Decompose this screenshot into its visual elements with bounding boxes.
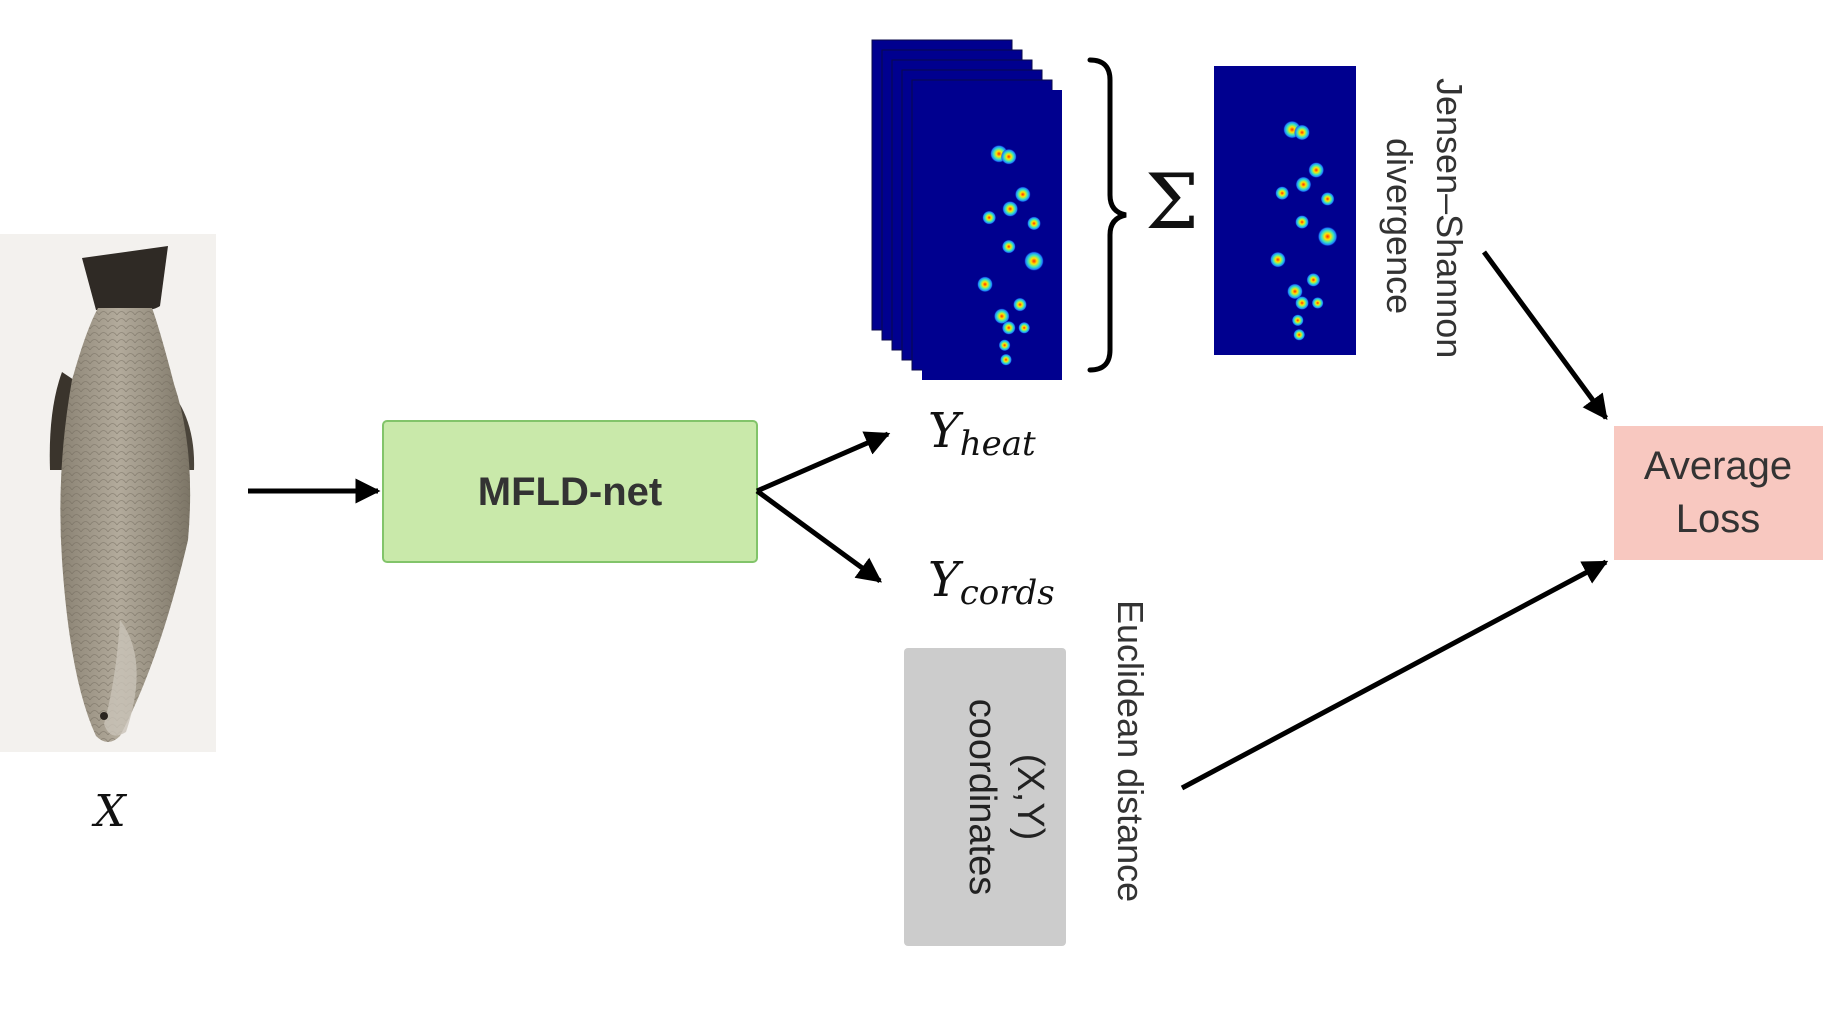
heatmap-keypoint-blob xyxy=(977,276,993,293)
network-label: MFLD-net xyxy=(478,470,662,514)
average-loss-block: Average Loss xyxy=(1614,426,1823,560)
arrow-network-to-cords xyxy=(755,488,883,584)
heatmap-keypoint-blob xyxy=(998,339,1011,352)
heatmap-keypoint-blob xyxy=(1308,162,1325,179)
heatmap-keypoint-blob xyxy=(1293,328,1306,341)
arrow-js-to-loss xyxy=(1481,250,1609,421)
heatmap-keypoint-blob xyxy=(1294,124,1311,141)
fish-image xyxy=(0,234,216,752)
js-divergence-label: Jensen–Shannon divergence xyxy=(1379,78,1470,358)
heatmap-keypoint-blob xyxy=(1295,176,1312,193)
heatmap-keypoint-blob xyxy=(1269,251,1286,268)
curly-brace xyxy=(1087,57,1127,373)
heatmap-keypoint-blob xyxy=(1001,320,1016,335)
heatmap-frame-layer-5 xyxy=(922,90,1062,380)
heatmap-keypoint-blob xyxy=(1295,215,1310,230)
heatmap-frame-sum xyxy=(1214,66,1356,355)
js-label-line1: Jensen–Shannon xyxy=(1429,78,1470,358)
heatmap-keypoint-blob xyxy=(1002,200,1019,217)
coordinates-line2: coordinates xyxy=(961,699,1003,895)
heatmap-keypoint-blob xyxy=(1275,186,1290,201)
fish-scale-texture xyxy=(60,308,191,742)
heatmap-keypoint-blob xyxy=(1295,295,1310,310)
heatmap-keypoint-blob xyxy=(1286,283,1303,300)
heatmap-keypoint-blob xyxy=(1027,216,1041,231)
heatmap-keypoint-blob xyxy=(1014,186,1031,203)
summed-heatmap xyxy=(1214,66,1356,355)
heatmap-keypoint-blob xyxy=(1311,296,1324,309)
heatmap-keypoint-blob xyxy=(1024,251,1044,272)
heatmap-keypoint-blob xyxy=(1000,353,1012,366)
fish-tail xyxy=(82,246,168,312)
heatmap-stack xyxy=(871,39,1062,380)
js-label-line2: divergence xyxy=(1379,138,1420,314)
heatmap-keypoint-blob xyxy=(1317,226,1338,247)
coordinates-box xyxy=(904,648,1066,946)
coordinates-block: (X,Y) coordinates xyxy=(904,648,1066,946)
heatmap-keypoint-blob xyxy=(993,308,1010,325)
average-loss-box xyxy=(1614,426,1823,560)
heatmap-keypoint-blob xyxy=(1306,272,1321,287)
fish-belly xyxy=(104,620,137,736)
heatmap-keypoint-blob xyxy=(1001,239,1016,254)
average-loss-line2: Loss xyxy=(1676,497,1761,541)
heatmap-keypoint-blob xyxy=(1000,148,1017,165)
heatmap-keypoint-blob xyxy=(1018,321,1031,334)
euclidean-distance-label: Euclidean distance xyxy=(1110,600,1151,902)
heatmap-keypoint-blob xyxy=(1013,297,1027,312)
heatmap-keypoint-blob xyxy=(1320,191,1335,206)
average-loss-line1: Average xyxy=(1644,444,1792,488)
sum-symbol: Σ xyxy=(1145,157,1199,246)
output-cords-label: Ycords xyxy=(928,552,1055,613)
output-heat-label: Yheat xyxy=(928,403,1036,464)
coordinates-line1: (X,Y) xyxy=(1009,754,1051,841)
arrow-euclid-to-loss xyxy=(1180,559,1609,791)
input-label: X xyxy=(91,786,127,837)
arrow-network-to-heat xyxy=(756,431,891,494)
heatmap-keypoint-blob xyxy=(1291,314,1304,327)
heatmap-keypoint-blob xyxy=(982,210,997,225)
network-block: MFLD-net xyxy=(382,420,758,563)
fish-eye xyxy=(100,712,108,720)
